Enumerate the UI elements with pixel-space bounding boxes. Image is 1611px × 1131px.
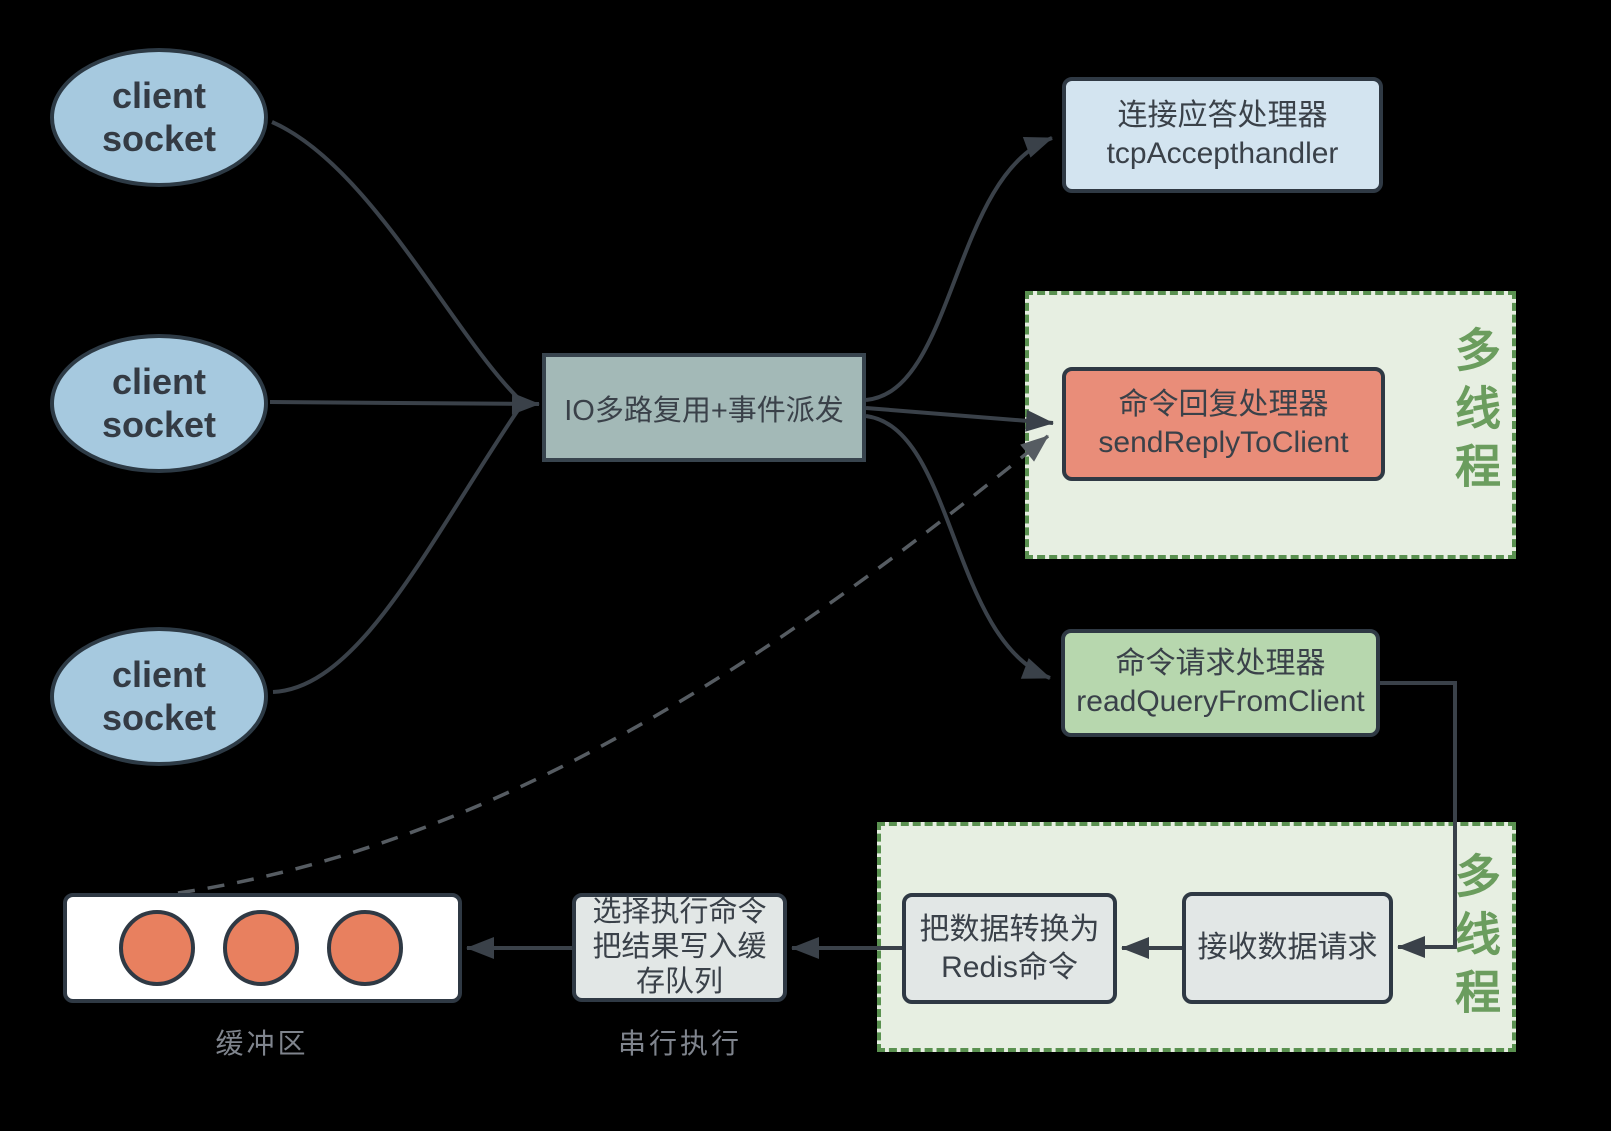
send-reply-handler-node: 命令回复处理器 sendReplyToClient [1062, 367, 1385, 481]
client-socket-label-2: client socket [101, 361, 217, 445]
buffer-item-circle-3 [327, 910, 403, 986]
io-multiplexer-label: IO多路复用+事件派发 [564, 394, 844, 427]
arrow-socket1-to-multiplexer [271, 120, 520, 400]
arrow-multiplexer-to-read-query [865, 414, 1051, 680]
send-reply-func: sendReplyToClient [1098, 426, 1349, 459]
execute-command-node: 选择执行命令 把结果写入缓 存队列 [572, 893, 787, 1002]
arrow-read-query-to-receive [1380, 681, 1457, 958]
receive-request-node: 接收数据请求 [1182, 892, 1393, 1004]
arrow-socket2-to-multiplexer [269, 392, 540, 415]
send-reply-title: 命令回复处理器 [1118, 388, 1329, 422]
serial-execution-caption: 串行执行 [617, 1028, 742, 1059]
client-socket-node-1: client socket [50, 48, 268, 187]
arrow-socket3-to-multiplexer [272, 408, 520, 694]
tcp-accept-handler-node: 连接应答处理器 tcpAccepthandler [1062, 77, 1383, 193]
client-socket-node-3: client socket [50, 627, 268, 766]
buffer-item-circle-2 [223, 910, 299, 986]
client-socket-label-1: client socket [101, 75, 217, 159]
multithread-label-bottom: 多线程 [1449, 852, 1501, 1026]
tcp-accept-func: tcpAccepthandler [1106, 137, 1339, 170]
client-socket-label-3: client socket [101, 654, 217, 738]
buffer-item-circle-1 [119, 910, 195, 986]
tcp-accept-title: 连接应答处理器 [1117, 99, 1328, 133]
convert-line2: Redis命令 [941, 950, 1078, 984]
convert-to-redis-node: 把数据转换为 Redis命令 [902, 893, 1117, 1004]
arrow-multiplexer-to-tcp-accept [865, 136, 1053, 402]
buffer-queue-node [63, 893, 462, 1003]
buffer-caption: 缓冲区 [215, 1028, 309, 1059]
read-query-title: 命令请求处理器 [1115, 647, 1326, 681]
io-multiplexer-node: IO多路复用+事件派发 [542, 353, 866, 462]
execute-line1: 选择执行命令 [592, 896, 767, 929]
arrow-buffer-to-send-reply-dashed [177, 434, 1050, 895]
arrow-multiplexer-to-send-reply [865, 406, 1054, 432]
multithread-label-top: 多线程 [1449, 326, 1501, 500]
read-query-handler-node: 命令请求处理器 readQueryFromClient [1061, 629, 1380, 737]
execute-line3: 存队列 [635, 965, 723, 998]
convert-line1: 把数据转换为 [919, 912, 1100, 946]
execute-line2: 把结果写入缓 [592, 931, 767, 964]
client-socket-node-2: client socket [50, 334, 268, 473]
read-query-func: readQueryFromClient [1076, 685, 1365, 718]
receive-request-label: 接收数据请求 [1197, 931, 1378, 965]
